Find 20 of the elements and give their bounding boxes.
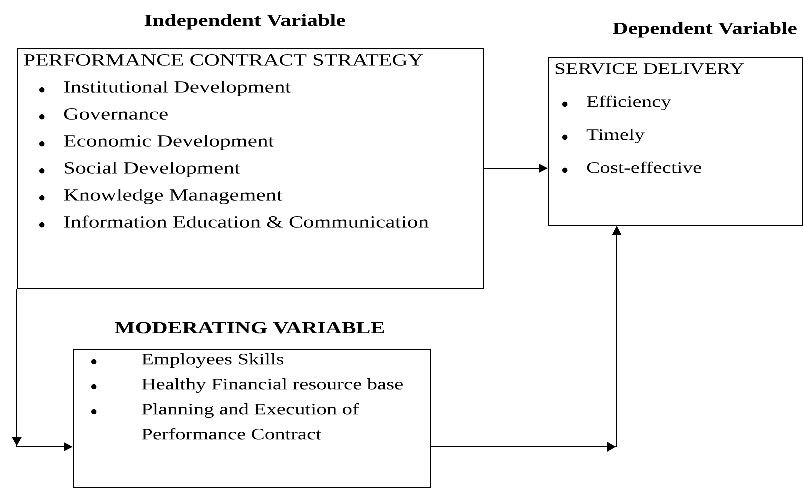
list-item: Healthy Financial resource base bbox=[142, 378, 403, 394]
variable-box bbox=[548, 22, 803, 226]
list-item: Social Development bbox=[64, 162, 240, 178]
list-item: Timely bbox=[586, 129, 645, 144]
list-item: Knowledge Management bbox=[64, 188, 283, 204]
list-item: Governance bbox=[64, 108, 168, 120]
list-item: Efficiency bbox=[587, 96, 672, 111]
heading: Independent Variable bbox=[144, 14, 346, 30]
list-item: Cost-effective bbox=[587, 162, 702, 174]
variable-box bbox=[17, 14, 484, 289]
heading: Dependent Variable bbox=[613, 22, 797, 38]
list-item: Employees Skills bbox=[142, 354, 284, 368]
variable-box bbox=[73, 322, 431, 488]
list-item: Institutional Development bbox=[64, 80, 292, 96]
list-item: Planning and Execution of Performance Contract bbox=[142, 403, 360, 440]
box-title: SERVICE DELIVERY bbox=[556, 64, 744, 74]
list-item: Information Education & Communication bbox=[64, 216, 429, 228]
list-item: Economic Development bbox=[64, 134, 274, 150]
box-title: PERFORMANCE CONTRACT STRATEGY bbox=[24, 54, 424, 66]
heading: MODERATING VARIABLE bbox=[115, 322, 384, 334]
